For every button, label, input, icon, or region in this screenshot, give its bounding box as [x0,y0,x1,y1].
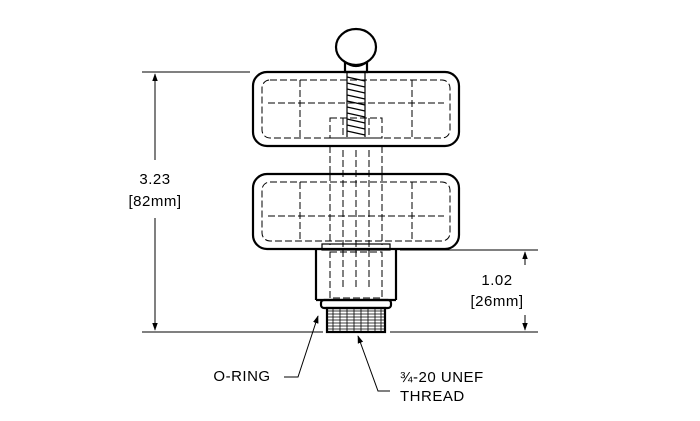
overall-height-inch: 3.23 [139,171,170,188]
thread [325,306,387,334]
internal-shaft [329,146,383,290]
o-ring [319,298,393,310]
base-height-mm: [26mm] [470,293,523,310]
overall-height-mm: [82mm] [128,193,181,210]
screw [346,72,366,137]
oring-callout: O-RING [213,315,319,385]
knob [334,27,378,74]
thread-callout: ¾-20 UNEF THREAD [357,335,484,405]
upper-block [251,70,461,148]
thread-label-line2: THREAD [400,388,465,405]
oring-label: O-RING [213,368,270,385]
base-height-inch: 1.02 [481,272,512,289]
thread-label-line1: ¾-20 UNEF [400,369,484,386]
base-height-dimension: 1.02 [26mm] [390,249,538,333]
overall-height-dimension: 3.23 [82mm] [128,71,323,333]
